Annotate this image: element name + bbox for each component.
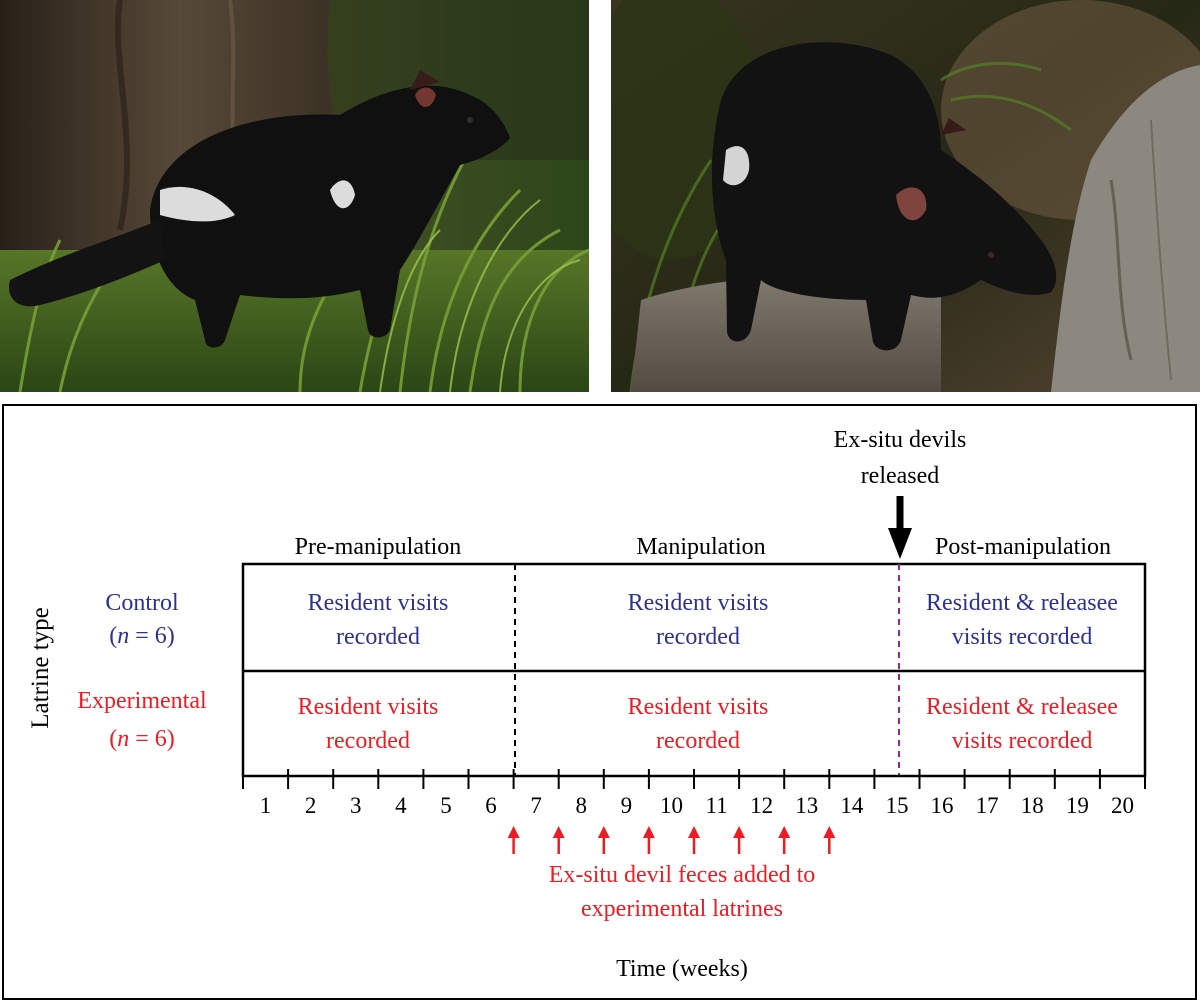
release-label-line1: Ex-situ devils xyxy=(834,427,967,453)
week-label-12: 12 xyxy=(750,793,773,818)
y-axis-label: Latrine type xyxy=(27,607,54,728)
week-label-5: 5 xyxy=(440,793,452,818)
week-label-18: 18 xyxy=(1021,793,1044,818)
week-label-16: 16 xyxy=(931,793,954,818)
week-label-6: 6 xyxy=(485,793,497,818)
cell-control-post-line2: visits recorded xyxy=(952,624,1093,650)
week-label-7: 7 xyxy=(530,793,542,818)
x-axis-label: Time (weeks) xyxy=(616,956,748,982)
cell-control-manip-line1: Resident visits xyxy=(628,590,769,616)
week-ticks xyxy=(243,769,1145,789)
row-n-experimental: (n = 6) xyxy=(109,726,175,752)
phase-label-post: Post-manipulation xyxy=(935,534,1111,560)
week-label-11: 11 xyxy=(705,793,727,818)
cell-experimental-post-line1: Resident & releasee xyxy=(926,694,1118,720)
photo-left-illustration xyxy=(0,0,589,392)
cell-control-pre-line2: recorded xyxy=(336,624,420,650)
release-label-line2: released xyxy=(861,463,940,489)
row-label-control: Control xyxy=(105,590,179,616)
week-label-8: 8 xyxy=(576,793,588,818)
cell-experimental-pre-line2: recorded xyxy=(326,728,410,754)
tasmanian-devil-photo-right xyxy=(611,0,1200,392)
cell-experimental-manip-line2: recorded xyxy=(656,728,740,754)
feces-label-line1: Ex-situ devil feces added to xyxy=(549,862,816,888)
week-label-10: 10 xyxy=(660,793,683,818)
study-design-diagram: Latrine type Ex-situ devils released Pre… xyxy=(0,403,1200,1004)
cell-experimental-manip-line1: Resident visits xyxy=(628,694,769,720)
week-label-20: 20 xyxy=(1111,793,1134,818)
week-label-9: 9 xyxy=(621,793,633,818)
week-label-17: 17 xyxy=(976,793,999,818)
photo-right-illustration xyxy=(611,0,1200,392)
week-label-14: 14 xyxy=(840,793,864,818)
row-label-experimental: Experimental xyxy=(77,688,207,714)
cell-experimental-pre-line1: Resident visits xyxy=(298,694,439,720)
week-label-2: 2 xyxy=(305,793,317,818)
week-label-4: 4 xyxy=(395,793,407,818)
cell-experimental-post-line2: visits recorded xyxy=(952,728,1093,754)
phase-label-pre: Pre-manipulation xyxy=(295,534,462,560)
week-label-19: 19 xyxy=(1066,793,1089,818)
cell-control-post-line1: Resident & releasee xyxy=(926,590,1118,616)
cell-control-pre-line1: Resident visits xyxy=(308,590,449,616)
week-label-15: 15 xyxy=(885,793,908,818)
week-label-13: 13 xyxy=(795,793,818,818)
cell-control-manip-line2: recorded xyxy=(656,624,740,650)
tasmanian-devil-photo-left xyxy=(0,0,589,392)
week-label-1: 1 xyxy=(260,793,272,818)
feces-label-line2: experimental latrines xyxy=(581,896,783,922)
row-n-control: (n = 6) xyxy=(109,623,175,649)
phase-label-manipulation: Manipulation xyxy=(636,534,765,560)
week-label-3: 3 xyxy=(350,793,362,818)
